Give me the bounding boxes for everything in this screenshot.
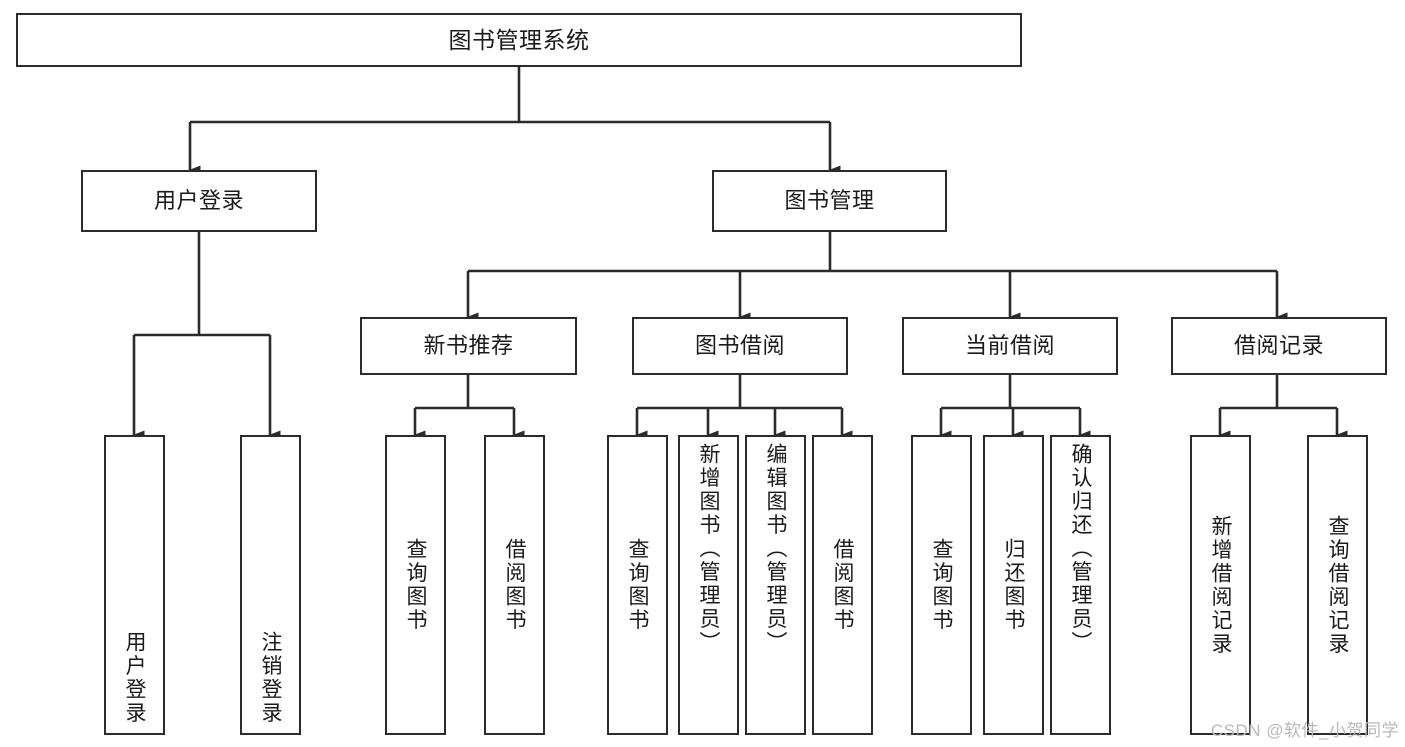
node-current-borrow[interactable]: 当前借阅 bbox=[902, 317, 1118, 375]
node-leaf-query-book-1[interactable]: 查询图书 bbox=[385, 435, 446, 735]
connector-lines bbox=[132, 67, 1348, 440]
node-label: 新增图书（管理员） bbox=[697, 443, 720, 655]
node-leaf-user-logout[interactable]: 注销登录 bbox=[240, 435, 301, 735]
node-label: 新增借阅记录 bbox=[1209, 514, 1232, 656]
node-leaf-borrow-book-2[interactable]: 借阅图书 bbox=[812, 435, 873, 735]
node-label: 查询图书 bbox=[404, 538, 427, 632]
node-borrow-record[interactable]: 借阅记录 bbox=[1171, 317, 1387, 375]
node-label: 借阅图书 bbox=[831, 538, 854, 632]
node-leaf-borrow-book-1[interactable]: 借阅图书 bbox=[484, 435, 545, 735]
node-label: 编辑图书（管理员） bbox=[764, 443, 787, 655]
node-leaf-confirm-return[interactable]: 确认归还（管理员） bbox=[1050, 435, 1111, 735]
node-new-book-recommend[interactable]: 新书推荐 bbox=[360, 317, 577, 375]
node-label: 当前借阅 bbox=[964, 333, 1055, 359]
node-label: 查询图书 bbox=[626, 538, 649, 632]
node-leaf-query-book-2[interactable]: 查询图书 bbox=[607, 435, 668, 735]
node-label: 图书借阅 bbox=[694, 333, 785, 359]
node-label: 查询图书 bbox=[930, 538, 953, 632]
node-label: 图书管理系统 bbox=[448, 26, 590, 53]
node-book-manage[interactable]: 图书管理 bbox=[712, 170, 947, 232]
node-label: 查询借阅记录 bbox=[1326, 514, 1349, 656]
node-leaf-add-record[interactable]: 新增借阅记录 bbox=[1190, 435, 1251, 735]
node-label: 借阅图书 bbox=[503, 538, 526, 632]
node-label: 用户登录 bbox=[123, 631, 146, 725]
node-root[interactable]: 图书管理系统 bbox=[16, 13, 1022, 67]
node-book-borrow[interactable]: 图书借阅 bbox=[632, 317, 848, 375]
node-label: 新书推荐 bbox=[423, 333, 514, 359]
node-leaf-query-book-3[interactable]: 查询图书 bbox=[911, 435, 972, 735]
node-label: 注销登录 bbox=[259, 631, 282, 725]
node-leaf-add-book[interactable]: 新增图书（管理员） bbox=[678, 435, 739, 735]
node-leaf-edit-book[interactable]: 编辑图书（管理员） bbox=[745, 435, 806, 735]
node-user-login[interactable]: 用户登录 bbox=[81, 170, 317, 232]
node-label: 确认归还（管理员） bbox=[1069, 443, 1092, 655]
node-leaf-return-book[interactable]: 归还图书 bbox=[983, 435, 1044, 735]
node-label: 归还图书 bbox=[1002, 538, 1025, 632]
watermark-text: CSDN @软件_小贺同学 bbox=[1210, 721, 1399, 740]
node-label: 借阅记录 bbox=[1233, 333, 1324, 359]
node-label: 用户登录 bbox=[153, 188, 244, 214]
node-label: 图书管理 bbox=[784, 188, 875, 214]
node-leaf-query-record[interactable]: 查询借阅记录 bbox=[1307, 435, 1368, 735]
node-leaf-user-login[interactable]: 用户登录 bbox=[104, 435, 165, 735]
